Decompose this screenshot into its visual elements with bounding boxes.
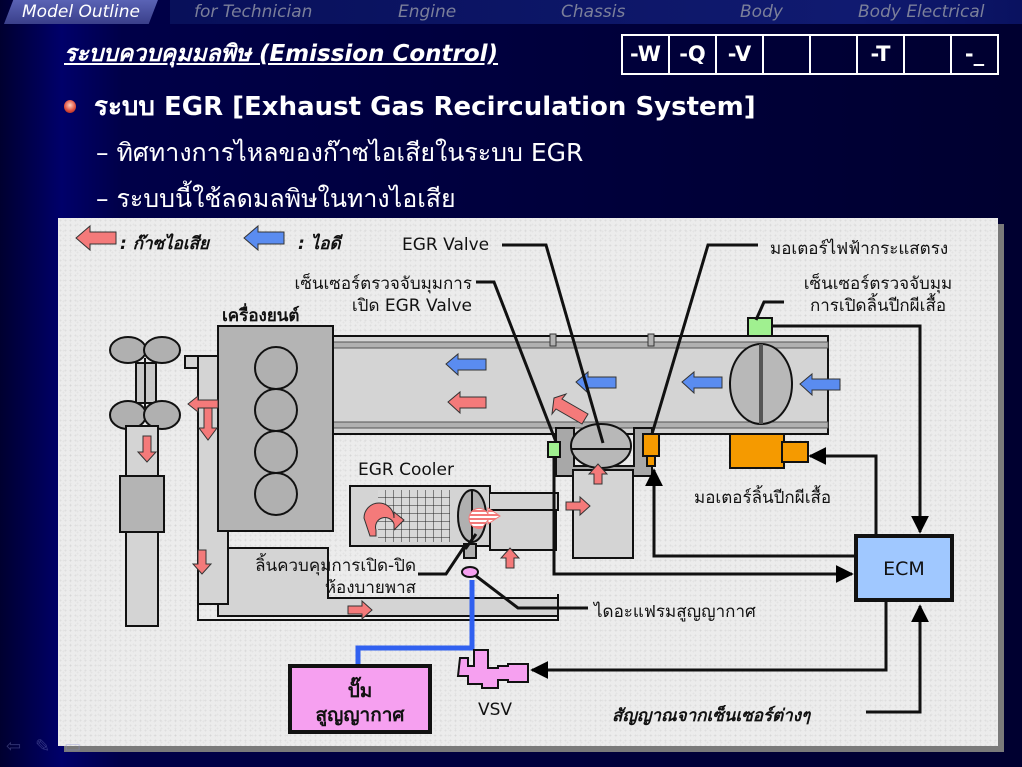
dc-motor-label: มอเตอร์ไฟฟ้ากระแสตรง <box>770 239 949 259</box>
bullet-sub: – ระบบนี้ใช้ลดมลพิษในทางไอเสีย <box>96 184 456 213</box>
variant-box[interactable] <box>762 34 811 75</box>
sensor-signals-label: สัญญาณจากเซ็นเซอร์ต่างๆ <box>612 706 811 726</box>
turbocharger <box>109 336 181 430</box>
top-nav-bar <box>170 0 1022 24</box>
bypass-flow-arrow <box>468 507 501 529</box>
top-nav: Model Outline for Technician Engine Chas… <box>0 0 1022 24</box>
tab-model-outline[interactable]: Model Outline <box>4 0 158 24</box>
vacuum-diaphragm <box>461 566 479 578</box>
bullet-main-text: ระบบ EGR [Exhaust Gas Recirculation Syst… <box>94 92 756 122</box>
egr-cooler-label: EGR Cooler <box>358 460 454 480</box>
bullet-list: ระบบ EGR [Exhaust Gas Recirculation Syst… <box>64 86 756 219</box>
tab-body-electrical[interactable]: Body Electrical <box>858 2 985 22</box>
vacuum-pump-label-2: สูญญากาศ <box>315 704 405 726</box>
legend-intake-label: : ไอดี <box>298 234 341 254</box>
bypass-valve-label-2: ห้องบายพาส <box>324 578 416 598</box>
section-title: ระบบควบคุมมลพิษ (Emission Control) <box>64 41 499 67</box>
pen-icon[interactable]: ✎ <box>35 736 51 757</box>
signal-lines <box>530 324 929 714</box>
leader-lines <box>418 243 784 610</box>
variant-box[interactable]: -T <box>856 34 905 75</box>
variant-box[interactable] <box>809 34 858 75</box>
bypass-valve-label-1: ลิ้นควบคุมการเปิด-ปิด <box>255 556 416 576</box>
vacuum-pump-label-1: ปั๊ม <box>347 680 373 702</box>
legend-exhaust-label: : ก๊าซไอเสีย <box>120 234 210 254</box>
variant-box[interactable]: -V <box>715 34 764 75</box>
egr-valve <box>570 423 632 469</box>
variant-box[interactable]: -_ <box>950 34 999 75</box>
tab-body[interactable]: Body <box>740 2 783 22</box>
egr-valve-label: EGR Valve <box>402 235 490 255</box>
tab-chassis[interactable]: Chassis <box>561 2 626 22</box>
menu-icon[interactable]: ▭ <box>64 736 82 757</box>
variant-box[interactable]: -Q <box>668 34 717 75</box>
catalytic-converter <box>119 475 165 533</box>
egr-angle-sensor <box>547 441 561 458</box>
throttle-sensor <box>747 317 773 337</box>
tab-for-technician[interactable]: for Technician <box>194 2 313 22</box>
vsv-label: VSV <box>478 700 513 720</box>
throttle-motor-label: มอเตอร์ลิ้นปีกผีเสื้อ <box>694 488 832 508</box>
vacuum-diaphragm-label: ไดอะแฟรมสูญญากาศ <box>594 602 756 622</box>
vacuum-pump <box>288 664 432 734</box>
egr-sensor-label-1: เซ็นเซอร์ตรวจจับมุมการ <box>294 274 472 294</box>
egr-diagram-svg <box>75 224 954 734</box>
engine-label: เครื่องยนต์ <box>222 306 300 326</box>
bullet-sub: – ทิศทางการไหลของก๊าซไอเสียในระบบ EGR <box>96 138 584 167</box>
ecm-label: ECM <box>883 558 925 580</box>
variant-box[interactable] <box>903 34 952 75</box>
vacuum-line <box>355 580 475 668</box>
dc-motor <box>642 433 660 457</box>
exhaust-flow-arrows <box>136 390 609 621</box>
variant-box[interactable]: -W <box>621 34 670 75</box>
variant-boxes: -W -Q -V -T -_ <box>621 34 999 75</box>
back-arrow-icon[interactable]: ⇦ <box>6 736 22 757</box>
egr-sensor-label-2: เปิด EGR Valve <box>351 296 472 316</box>
throttle-motor <box>729 433 785 469</box>
ecm-box <box>854 534 954 602</box>
tab-engine[interactable]: Engine <box>398 2 457 22</box>
bullet-icon <box>64 100 76 113</box>
vsv <box>456 649 529 689</box>
legend-exhaust-arrow <box>75 224 117 252</box>
legend-intake-arrow <box>243 224 285 252</box>
slide-nav: ⇦ ✎ ▭ <box>6 736 81 757</box>
throttle-sensor-label-1: เซ็นเซอร์ตรวจจับมุม <box>803 274 953 294</box>
egr-diagram: : ก๊าซไอเสีย : ไอดี EGR Valve เซ็นเซอร์ต… <box>58 218 998 746</box>
throttle-sensor-label-2: การเปิดลิ้นปีกผีเสื้อ <box>809 296 947 316</box>
bullet-main: ระบบ EGR [Exhaust Gas Recirculation Syst… <box>64 86 756 127</box>
